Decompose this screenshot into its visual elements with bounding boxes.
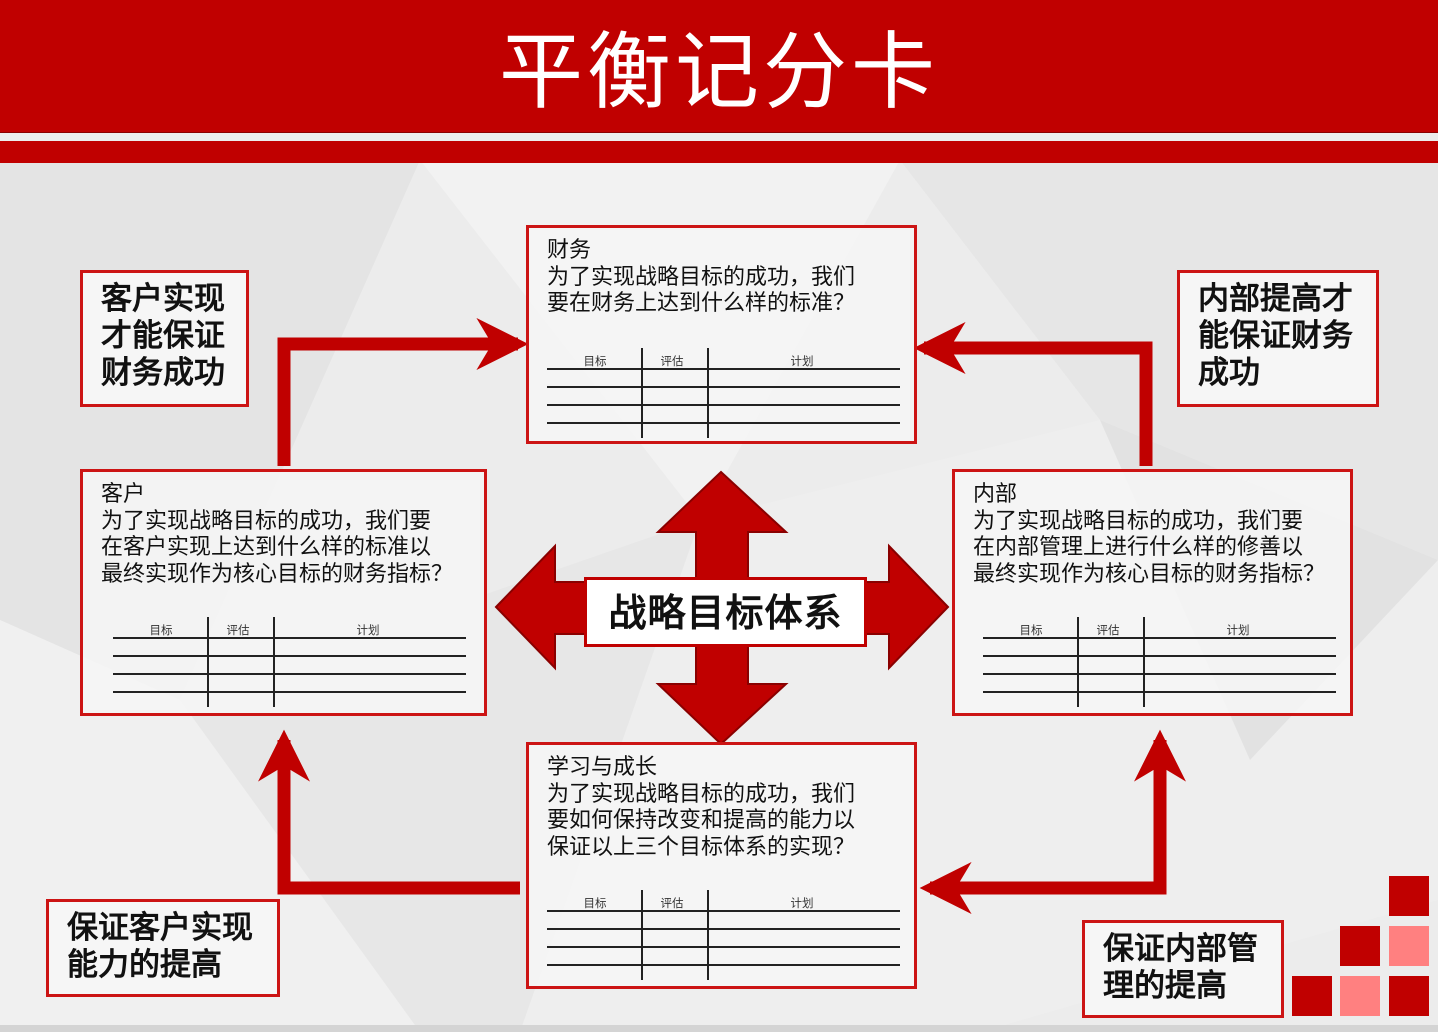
arrow-internal-learning [919,729,1186,914]
learning-table: 目标 评估 计划 [547,890,900,980]
finance-panel: 财务 为了实现战略目标的成功，我们 要在财务上达到什么样的标准？ 目标 评估 计… [526,225,917,444]
decor-square [1292,976,1332,1016]
note-top-left: 客户实现 才能保证 财务成功 [80,270,249,407]
header-band [0,141,1438,163]
col-evaluation: 评估 [660,896,684,910]
col-evaluation: 评估 [660,354,684,368]
customer-text: 客户 为了实现战略目标的成功，我们要 在客户实现上达到什么样的标准以 最终实现作… [101,482,454,587]
decor-square [1340,976,1380,1016]
note-bottom-right-text: 保证内部管 理的提高 [1103,931,1258,1004]
note-bottom-left: 保证客户实现 能力的提高 [46,899,280,997]
arrow-learning-to-customer [258,729,520,895]
col-objective: 目标 [149,623,173,637]
internal-panel: 内部 为了实现战略目标的成功，我们要 在内部管理上进行什么样的修善以 最终实现作… [952,469,1353,716]
note-bottom-right: 保证内部管 理的提高 [1082,920,1284,1018]
finance-table: 目标 评估 计划 [547,348,900,438]
col-evaluation: 评估 [1096,623,1120,637]
decor-square [1389,876,1429,916]
note-bottom-left-text: 保证客户实现 能力的提高 [67,910,253,983]
learning-panel: 学习与成长 为了实现战略目标的成功，我们 要如何保持改变和提高的能力以 保证以上… [526,742,917,989]
decor-square [1340,926,1380,966]
note-top-left-text: 客户实现 才能保证 财务成功 [101,281,225,391]
internal-text: 内部 为了实现战略目标的成功，我们要 在内部管理上进行什么样的修善以 最终实现作… [973,482,1326,587]
customer-panel: 客户 为了实现战略目标的成功，我们要 在客户实现上达到什么样的标准以 最终实现作… [80,469,487,716]
col-objective: 目标 [583,354,607,368]
header-bar: 平衡记分卡 [0,0,1438,133]
col-plan: 计划 [790,354,814,368]
col-plan: 计划 [1226,623,1250,637]
note-top-right-text: 内部提高才 能保证财务 成功 [1198,281,1353,391]
internal-table: 目标 评估 计划 [983,617,1336,707]
note-top-right: 内部提高才 能保证财务 成功 [1177,270,1379,407]
page-title: 平衡记分卡 [498,23,939,121]
col-plan: 计划 [356,623,380,637]
center-label-box: 战略目标体系 [584,577,867,647]
customer-table: 目标 评估 计划 [113,617,466,707]
col-evaluation: 评估 [226,623,250,637]
col-objective: 目标 [583,896,607,910]
col-objective: 目标 [1019,623,1043,637]
decor-square [1389,976,1429,1016]
finance-text: 财务 为了实现战略目标的成功，我们 要在财务上达到什么样的标准？ [547,238,856,316]
learning-text: 学习与成长 为了实现战略目标的成功，我们 要如何保持改变和提高的能力以 保证以上… [547,755,856,860]
arrow-internal-to-finance [913,322,1153,466]
arrow-customer-to-finance [277,318,529,466]
center-label: 战略目标体系 [608,591,843,635]
decor-square [1389,926,1429,966]
col-plan: 计划 [790,896,814,910]
